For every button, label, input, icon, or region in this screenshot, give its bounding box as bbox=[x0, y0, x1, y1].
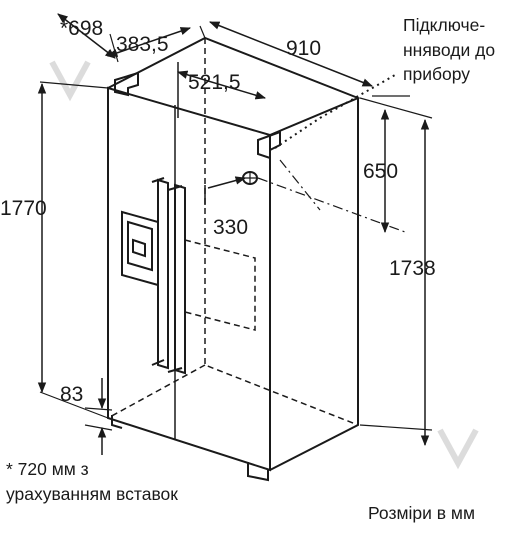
dimension-foot-height: 83 bbox=[60, 383, 84, 406]
water-connection-point bbox=[242, 171, 258, 185]
refrigerator-feet bbox=[111, 415, 269, 482]
dimension-lines bbox=[37, 13, 430, 455]
footnote-line2: урахуванням вставок bbox=[6, 484, 178, 504]
dimension-total-height: 1770 bbox=[0, 197, 47, 220]
dimension-connection-offset: 521,5 bbox=[188, 71, 241, 94]
water-connection-note-line3: прибору bbox=[403, 64, 471, 84]
water-dispenser bbox=[121, 210, 159, 287]
hinge-brackets bbox=[114, 71, 281, 160]
footnote-line1: * 720 мм з bbox=[6, 459, 89, 479]
water-connection-note-line2: нняводи до bbox=[403, 40, 496, 60]
dimension-body-height: 1738 bbox=[389, 257, 436, 280]
dimension-width: 910 bbox=[286, 37, 322, 60]
water-connection-note-line1: Підключе- bbox=[403, 15, 486, 35]
watermark-icon bbox=[49, 60, 479, 470]
dimension-connection-height: 650 bbox=[363, 160, 399, 183]
dimension-depth-with-door: *698 bbox=[60, 17, 104, 40]
door-handles bbox=[151, 177, 186, 375]
dimension-body-depth: 383,5 bbox=[116, 33, 169, 56]
dimension-side-connection: 330 bbox=[213, 216, 249, 239]
units-note: Розміри в мм bbox=[368, 503, 475, 523]
